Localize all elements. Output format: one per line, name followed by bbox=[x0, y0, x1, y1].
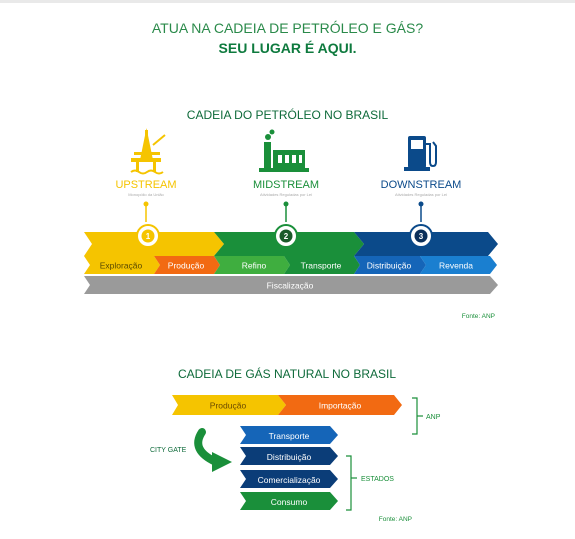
stage-label: UPSTREAM bbox=[115, 179, 176, 191]
stage-number: 2 bbox=[284, 232, 289, 241]
gas-label: Importação bbox=[319, 401, 362, 411]
stage-number-dot bbox=[141, 229, 155, 243]
gas-step-label: Transporte bbox=[269, 431, 310, 441]
fiscalizacao-band bbox=[84, 276, 498, 294]
gas-source: Fonte: ANP bbox=[379, 516, 412, 523]
stage-sublabel: Atividades Reguladas por Lei bbox=[260, 192, 312, 197]
top-divider bbox=[0, 0, 575, 3]
header-tagline: SEU LUGAR É AQUI. bbox=[218, 40, 357, 56]
gas-band-importacao bbox=[278, 395, 402, 415]
city-gate-label: CITY GATE bbox=[150, 447, 187, 454]
gas-step-distribuicao bbox=[240, 447, 338, 465]
gas-step-label: Comercialização bbox=[258, 475, 321, 485]
estados-label: ESTADOS bbox=[361, 476, 394, 483]
fiscalizacao-label: Fiscalização bbox=[267, 281, 314, 291]
stage-label: DOWNSTREAM bbox=[381, 179, 462, 191]
activity-band-revenda bbox=[420, 256, 497, 274]
stage-number: 3 bbox=[419, 232, 424, 241]
gas-band-producao bbox=[172, 395, 286, 415]
stage-label: MIDSTREAM bbox=[253, 179, 319, 191]
oil-rig-icon bbox=[130, 128, 166, 175]
stage-sublabel: Atividades Reguladas por Lei bbox=[395, 192, 447, 197]
connector-dot bbox=[283, 201, 289, 207]
anp-label: ANP bbox=[426, 414, 441, 421]
activity-band-exploracao bbox=[84, 256, 160, 274]
gas-step-consumo bbox=[240, 492, 338, 510]
activity-band-producao bbox=[154, 256, 220, 274]
activity-label: Transporte bbox=[301, 261, 342, 271]
header-question: ATUA NA CADEIA DE PETRÓLEO E GÁS? bbox=[151, 20, 424, 36]
gas-step-label: Consumo bbox=[271, 497, 308, 507]
estados-bracket bbox=[346, 455, 352, 511]
connector-dot bbox=[418, 201, 424, 207]
activity-label: Exploração bbox=[100, 261, 143, 271]
gas-step-comercializacao bbox=[240, 470, 338, 488]
connector-dot bbox=[143, 201, 149, 207]
oil-chain-title: CADEIA DO PETRÓLEO NO BRASIL bbox=[186, 108, 389, 122]
fuel-pump-icon bbox=[404, 136, 437, 171]
gas-step-transporte bbox=[240, 426, 338, 444]
refinery-icon bbox=[259, 129, 309, 172]
oil-source: Fonte: ANP bbox=[462, 313, 495, 320]
activity-label: Distribuição bbox=[367, 261, 412, 271]
activity-label: Refino bbox=[242, 261, 267, 271]
anp-bracket bbox=[412, 397, 418, 435]
stage-number: 1 bbox=[146, 232, 151, 241]
activity-band-distribuicao bbox=[354, 256, 426, 274]
stage-sublabel: Monopólio da União bbox=[128, 192, 164, 197]
gas-step-label: Distribuição bbox=[267, 452, 312, 462]
activity-band-transporte bbox=[284, 256, 360, 274]
gas-label: Produção bbox=[210, 401, 247, 411]
city-gate-arrowhead bbox=[212, 452, 232, 472]
activity-band-refino bbox=[214, 256, 290, 274]
gas-chain-title: CADEIA DE GÁS NATURAL NO BRASIL bbox=[178, 366, 396, 381]
stage-number-dot bbox=[414, 229, 428, 243]
activity-label: Produção bbox=[168, 261, 205, 271]
stage-number-dot bbox=[279, 229, 293, 243]
activity-label: Revenda bbox=[439, 261, 473, 271]
